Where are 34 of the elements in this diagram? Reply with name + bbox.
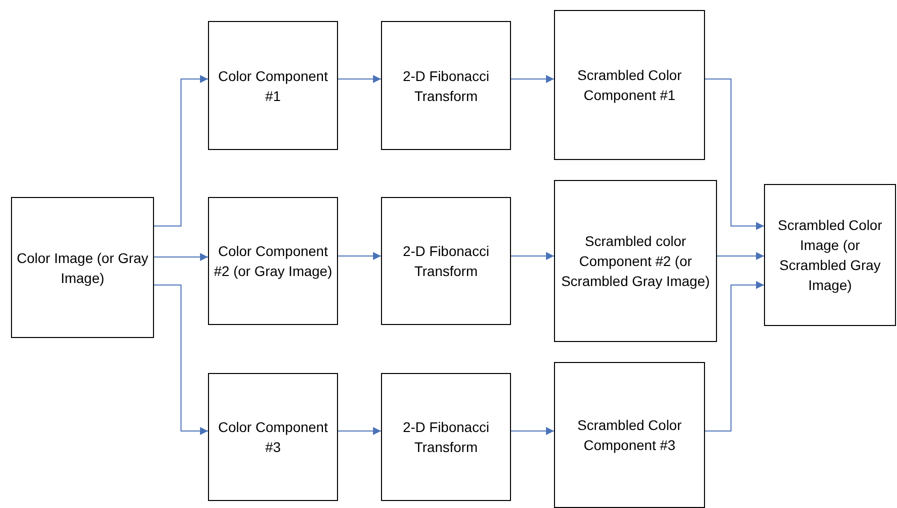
process-box [208,197,338,325]
process-box [554,180,717,342]
process-box [381,21,511,150]
arrow [154,253,208,261]
arrow [510,427,554,435]
box-label: Scrambled Color Component #3 [576,416,683,455]
box-label: Color Component #2 (or Gray Image) [213,242,333,281]
arrow [510,75,554,83]
arrow [338,252,382,260]
arrow [704,281,764,432]
arrow [338,427,382,435]
box-label: Scrambled Color Image (or Scrambled Gray Image) [776,216,884,295]
process-box [11,197,154,338]
arrow [154,75,208,226]
box-label: Scrambled color Component #2 (or Scrambled Gray Image) [560,232,711,291]
process-box [554,10,705,160]
process-box [208,373,338,501]
box-label: 2-D Fibonacci Transform [402,242,490,281]
arrow [154,284,208,435]
box-label: Color Component #3 [217,418,329,457]
arrow [510,252,554,260]
arrow [338,75,382,83]
process-box [208,21,338,150]
process-box [381,373,511,501]
arrow [716,252,764,260]
box-label: Color Component #1 [217,66,329,106]
process-box [554,362,705,508]
process-box [764,184,896,326]
box-label: 2-D Fibonacci Transform [402,418,490,457]
arrow [704,78,764,230]
box-label: Scrambled Color Component #1 [576,66,683,105]
process-box [381,197,511,325]
box-label: 2-D Fibonacci Transform [402,66,490,106]
box-label: Color Image (or Gray Image) [16,248,149,288]
